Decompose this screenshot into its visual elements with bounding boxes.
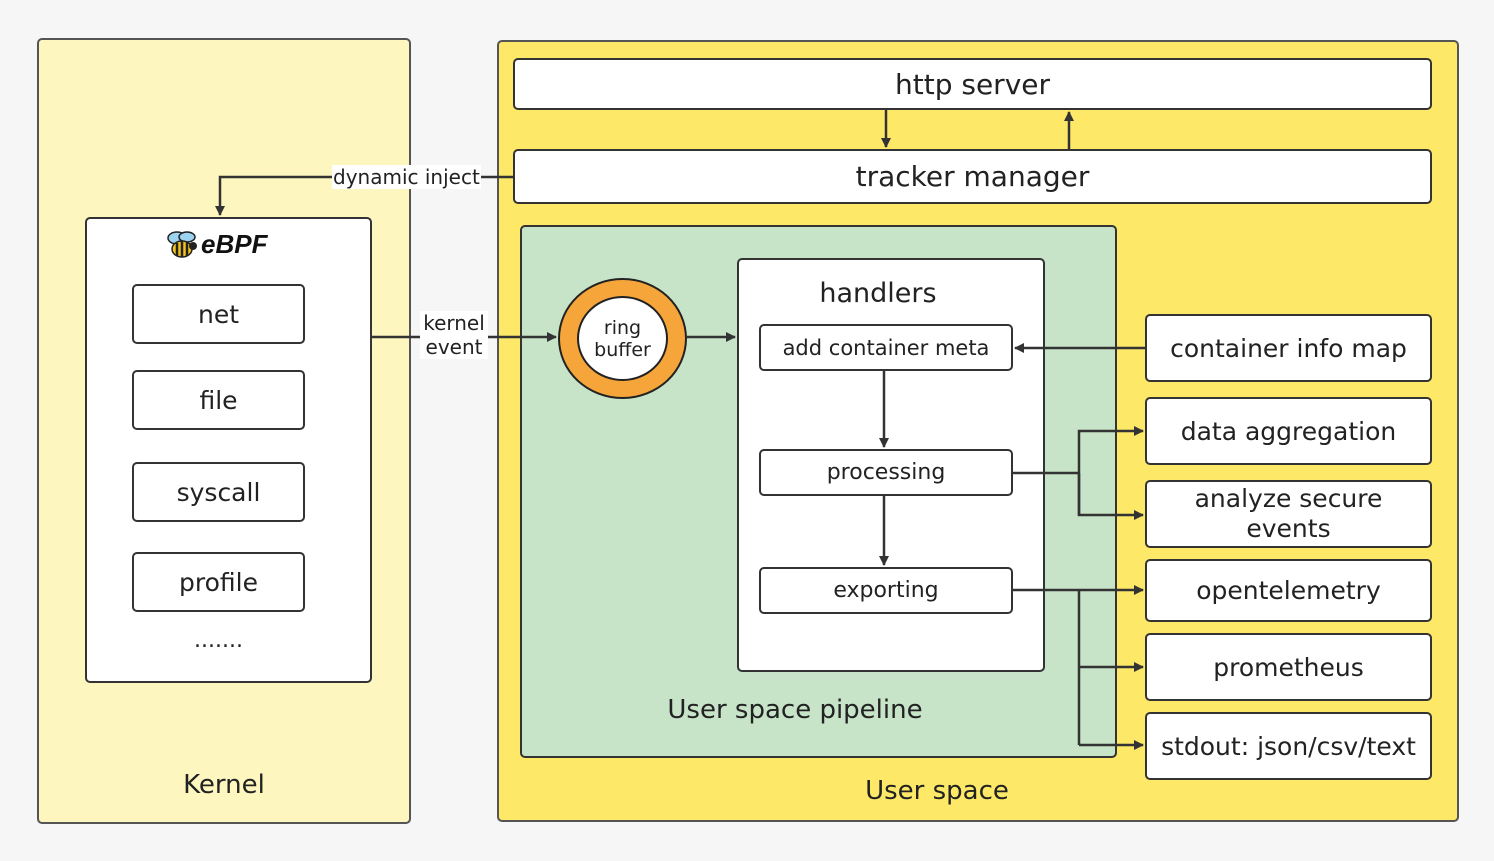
ring-buffer-label-2: buffer bbox=[594, 338, 651, 361]
opentelemetry-box: opentelemetry bbox=[1145, 559, 1432, 622]
analyze-secure-events-label-1: analyze secure bbox=[1194, 484, 1383, 513]
kernel-event-label-1: kernel bbox=[423, 311, 485, 335]
http-server-label: http server bbox=[894, 67, 1050, 101]
stdout-box: stdout: json/csv/text bbox=[1145, 712, 1432, 780]
tracker-manager-label: tracker manager bbox=[855, 160, 1090, 193]
handler-add-container-meta-label: add container meta bbox=[782, 335, 990, 360]
data-aggregation-label: data aggregation bbox=[1180, 416, 1397, 446]
http-server-box: http server bbox=[513, 58, 1432, 110]
handler-exporting: exporting bbox=[759, 567, 1013, 614]
probe-file: file bbox=[132, 370, 305, 430]
probe-profile-label: profile bbox=[179, 567, 258, 597]
ebpf-logo-text: eBPF bbox=[201, 228, 268, 259]
probe-profile: profile bbox=[132, 552, 305, 612]
kernel-event-label: kernel event bbox=[420, 311, 488, 359]
kernel-event-label-2: event bbox=[425, 335, 483, 359]
analyze-secure-events-box: analyze secure events bbox=[1145, 480, 1432, 548]
handler-processing-label: processing bbox=[826, 460, 946, 485]
handler-exporting-label: exporting bbox=[833, 578, 939, 603]
kernel-label: Kernel bbox=[183, 770, 265, 800]
prometheus-label: prometheus bbox=[1213, 652, 1364, 682]
bee-icon bbox=[167, 231, 197, 258]
user-space-label: User space bbox=[865, 776, 1009, 806]
prometheus-box: prometheus bbox=[1145, 633, 1432, 701]
handler-add-container-meta: add container meta bbox=[759, 324, 1013, 371]
tracker-manager-box: tracker manager bbox=[513, 149, 1432, 204]
container-info-map-box: container info map bbox=[1145, 314, 1432, 382]
ebpf-logo: eBPF bbox=[165, 228, 267, 260]
dynamic-inject-label: dynamic inject bbox=[332, 165, 481, 189]
ring-buffer-inner: ring buffer bbox=[577, 296, 668, 381]
handlers-title: handlers bbox=[819, 278, 937, 309]
probe-net-label: net bbox=[197, 299, 240, 329]
probe-syscall: syscall bbox=[132, 462, 305, 522]
data-aggregation-box: data aggregation bbox=[1145, 397, 1432, 465]
probe-net: net bbox=[132, 284, 305, 344]
probe-file-label: file bbox=[199, 385, 238, 415]
ring-buffer-label-1: ring bbox=[603, 316, 642, 339]
opentelemetry-label: opentelemetry bbox=[1196, 576, 1381, 605]
analyze-secure-events-label-2: events bbox=[1246, 514, 1331, 543]
stdout-label: stdout: json/csv/text bbox=[1161, 731, 1416, 761]
handler-processing: processing bbox=[759, 449, 1013, 496]
container-info-map-label: container info map bbox=[1170, 333, 1407, 363]
probe-more: ....... bbox=[194, 628, 243, 653]
pipeline-label: User space pipeline bbox=[667, 695, 923, 725]
probe-syscall-label: syscall bbox=[176, 477, 261, 507]
